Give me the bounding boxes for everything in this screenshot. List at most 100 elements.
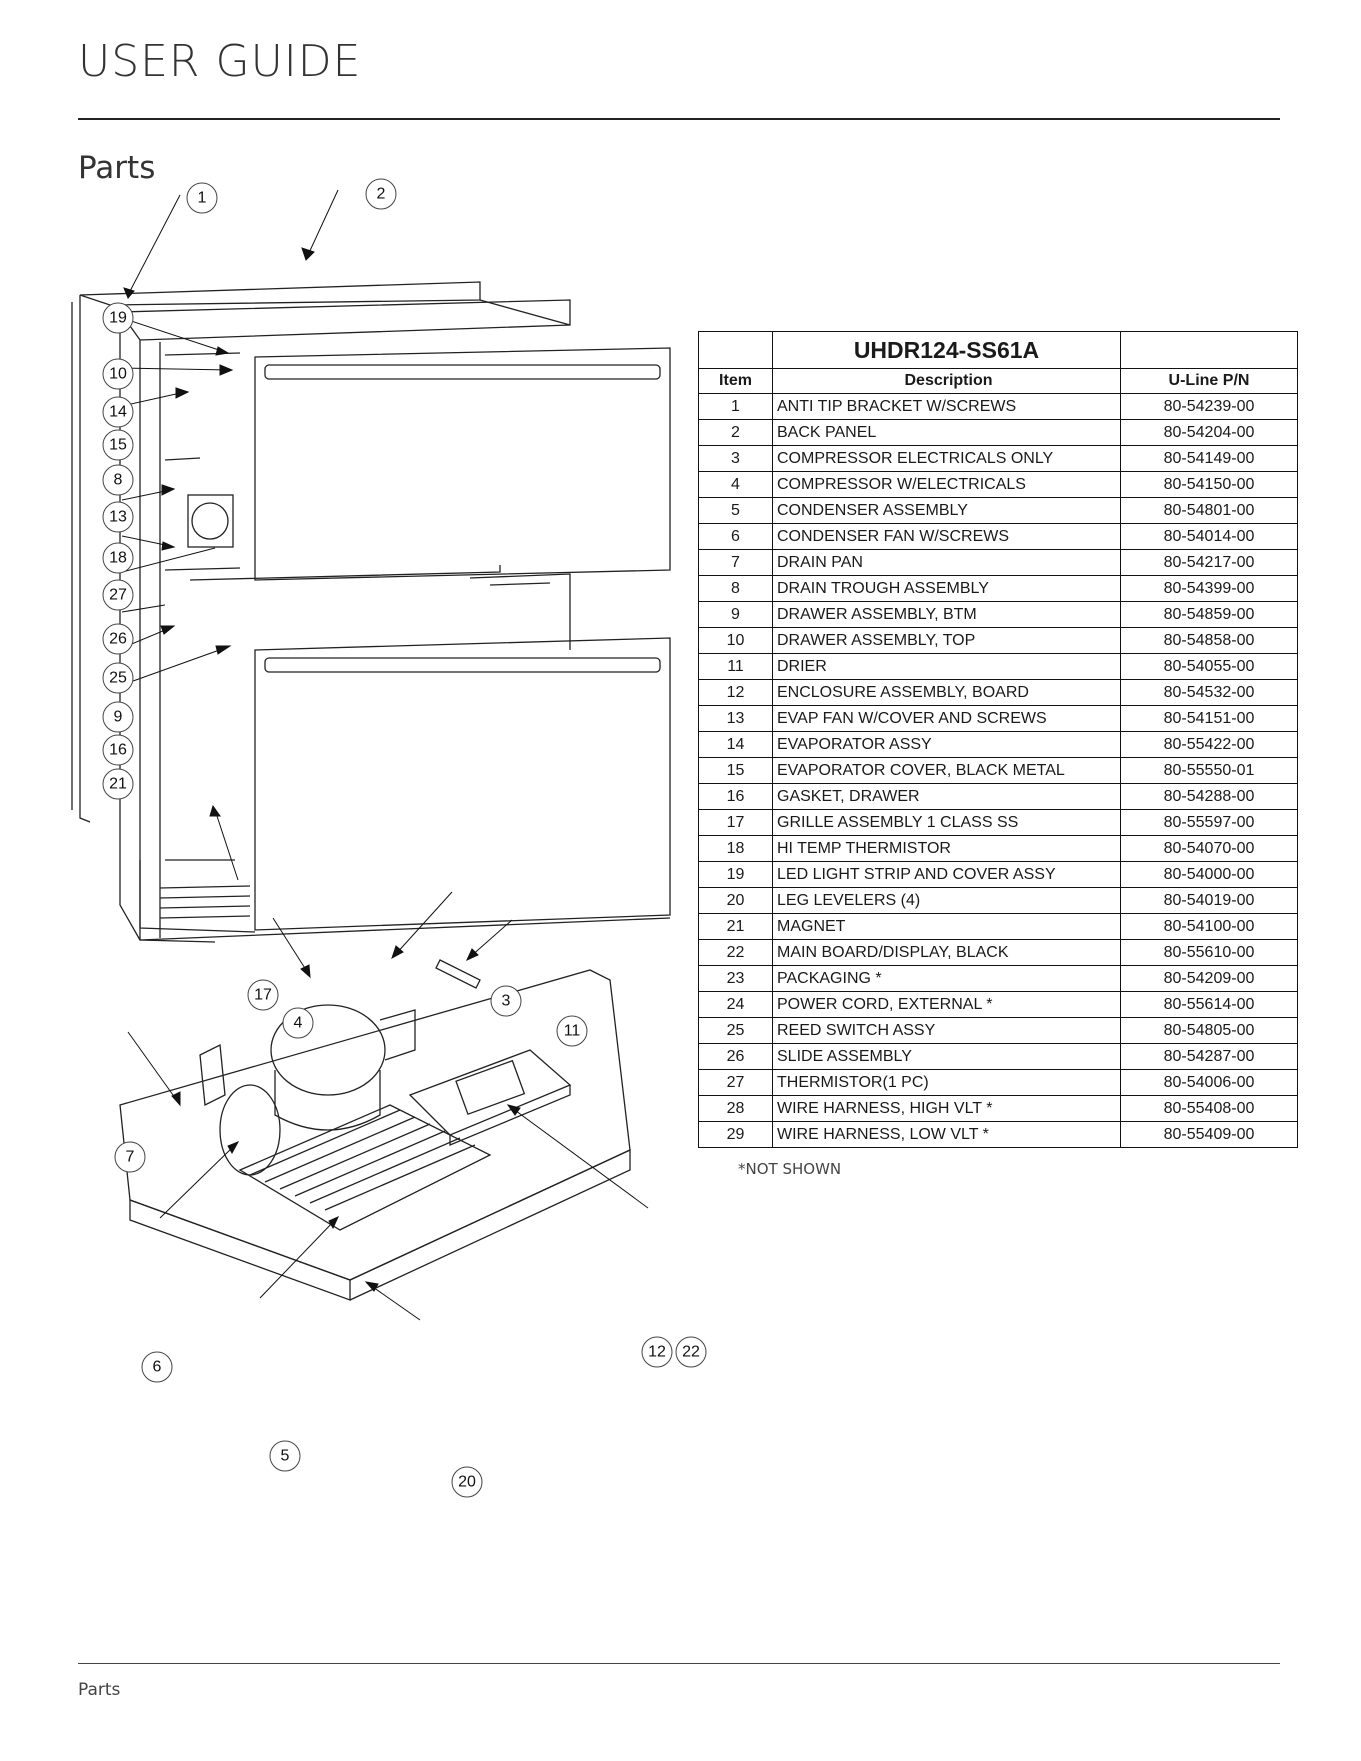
svg-text:21: 21 bbox=[109, 776, 127, 793]
svg-text:19: 19 bbox=[109, 310, 127, 327]
item-part-number: 80-54151-00 bbox=[1120, 705, 1298, 732]
callout-1: 1 bbox=[186, 182, 218, 214]
item-part-number: 80-55597-00 bbox=[1120, 809, 1298, 836]
item-number: 19 bbox=[698, 861, 773, 888]
item-description: CONDENSER FAN W/SCREWS bbox=[772, 523, 1121, 550]
item-description: MAIN BOARD/DISPLAY, BLACK bbox=[772, 939, 1121, 966]
item-number: 13 bbox=[698, 705, 773, 732]
item-description: THERMISTOR(1 PC) bbox=[772, 1069, 1121, 1096]
item-number: 15 bbox=[698, 757, 773, 784]
item-description: WIRE HARNESS, HIGH VLT * bbox=[772, 1095, 1121, 1122]
svg-text:26: 26 bbox=[109, 631, 127, 648]
item-part-number: 80-54100-00 bbox=[1120, 913, 1298, 940]
callout-19: 19 bbox=[102, 302, 134, 334]
svg-text:11: 11 bbox=[564, 1023, 581, 1040]
item-number: 16 bbox=[698, 783, 773, 810]
callout-26: 26 bbox=[102, 623, 134, 655]
svg-text:9: 9 bbox=[114, 709, 123, 726]
item-description: DRIER bbox=[772, 653, 1121, 680]
svg-text:18: 18 bbox=[109, 550, 127, 567]
item-number: 22 bbox=[698, 939, 773, 966]
footer-divider bbox=[78, 1663, 1280, 1664]
svg-text:12: 12 bbox=[648, 1344, 666, 1361]
item-part-number: 80-54070-00 bbox=[1120, 835, 1298, 862]
callout-11: 11 bbox=[556, 1015, 588, 1047]
base-assembly-drawing bbox=[119, 959, 631, 1301]
item-description: LEG LEVELERS (4) bbox=[772, 887, 1121, 914]
item-description: EVAPORATOR ASSY bbox=[772, 731, 1121, 758]
item-part-number: 80-54805-00 bbox=[1120, 1017, 1298, 1044]
svg-text:14: 14 bbox=[109, 404, 127, 421]
item-part-number: 80-54204-00 bbox=[1120, 419, 1298, 446]
item-number: 29 bbox=[698, 1121, 773, 1148]
svg-text:25: 25 bbox=[109, 670, 127, 687]
item-description: ANTI TIP BRACKET W/SCREWS bbox=[772, 393, 1121, 420]
page-title: USER GUIDE bbox=[78, 36, 362, 87]
callout-13: 13 bbox=[102, 501, 134, 533]
item-description: EVAP FAN W/COVER AND SCREWS bbox=[772, 705, 1121, 732]
item-number: 1 bbox=[698, 393, 773, 420]
item-part-number: 80-54014-00 bbox=[1120, 523, 1298, 550]
footer-label: Parts bbox=[78, 1680, 121, 1700]
item-number: 27 bbox=[698, 1069, 773, 1096]
item-part-number: 80-54000-00 bbox=[1120, 861, 1298, 888]
callout-2: 2 bbox=[365, 178, 397, 210]
item-description: PACKAGING * bbox=[772, 965, 1121, 992]
parts-exploded-diagram: 1 2 19 10 14 15 8 13 18 27 26 25 9 16 21… bbox=[71, 178, 707, 1498]
item-part-number: 80-55614-00 bbox=[1120, 991, 1298, 1018]
item-part-number: 80-54399-00 bbox=[1120, 575, 1298, 602]
item-description: DRAIN TROUGH ASSEMBLY bbox=[772, 575, 1121, 602]
callout-14: 14 bbox=[102, 396, 134, 428]
callout-21: 21 bbox=[102, 768, 134, 800]
item-description: EVAPORATOR COVER, BLACK METAL bbox=[772, 757, 1121, 784]
callout-27: 27 bbox=[102, 579, 134, 611]
svg-text:16: 16 bbox=[109, 742, 127, 759]
item-number: 8 bbox=[698, 575, 773, 602]
item-number: 18 bbox=[698, 835, 773, 862]
item-number: 24 bbox=[698, 991, 773, 1018]
item-part-number: 80-54859-00 bbox=[1120, 601, 1298, 628]
item-part-number: 80-55409-00 bbox=[1120, 1121, 1298, 1148]
item-description: LED LIGHT STRIP AND COVER ASSY bbox=[772, 861, 1121, 888]
svg-text:20: 20 bbox=[458, 1474, 476, 1491]
callout-17: 17 bbox=[247, 979, 279, 1011]
item-number: 26 bbox=[698, 1043, 773, 1070]
item-number: 9 bbox=[698, 601, 773, 628]
item-part-number: 80-54055-00 bbox=[1120, 653, 1298, 680]
item-description: POWER CORD, EXTERNAL * bbox=[772, 991, 1121, 1018]
item-part-number: 80-54239-00 bbox=[1120, 393, 1298, 420]
refrigerator-drawing bbox=[71, 281, 671, 943]
table-footnote: *NOT SHOWN bbox=[738, 1160, 842, 1178]
model-row: UHDR124-SS61A bbox=[698, 331, 1298, 369]
header-divider bbox=[78, 118, 1280, 120]
item-description: DRAWER ASSEMBLY, BTM bbox=[772, 601, 1121, 628]
svg-text:15: 15 bbox=[109, 437, 127, 454]
callout-5: 5 bbox=[269, 1440, 301, 1472]
item-part-number: 80-54288-00 bbox=[1120, 783, 1298, 810]
svg-text:17: 17 bbox=[254, 987, 272, 1004]
item-description: REED SWITCH ASSY bbox=[772, 1017, 1121, 1044]
svg-text:10: 10 bbox=[109, 366, 127, 383]
item-number: 28 bbox=[698, 1095, 773, 1122]
item-description: GRILLE ASSEMBLY 1 CLASS SS bbox=[772, 809, 1121, 836]
svg-text:27: 27 bbox=[109, 587, 127, 604]
svg-text:22: 22 bbox=[682, 1344, 700, 1361]
item-number: 14 bbox=[698, 731, 773, 758]
